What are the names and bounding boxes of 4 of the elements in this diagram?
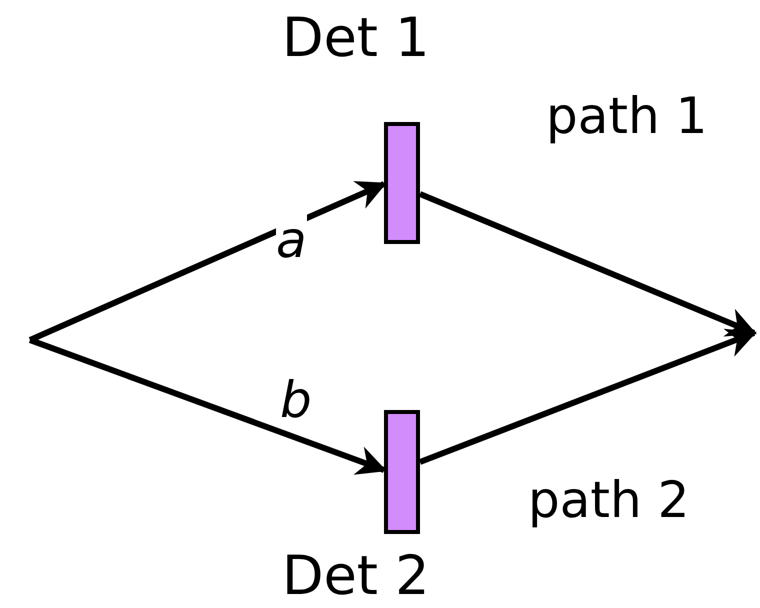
arrow xyxy=(418,191,757,336)
arrow xyxy=(418,328,757,465)
detector-label: Det 2 xyxy=(282,546,430,606)
detector-label: Det 1 xyxy=(282,8,430,68)
